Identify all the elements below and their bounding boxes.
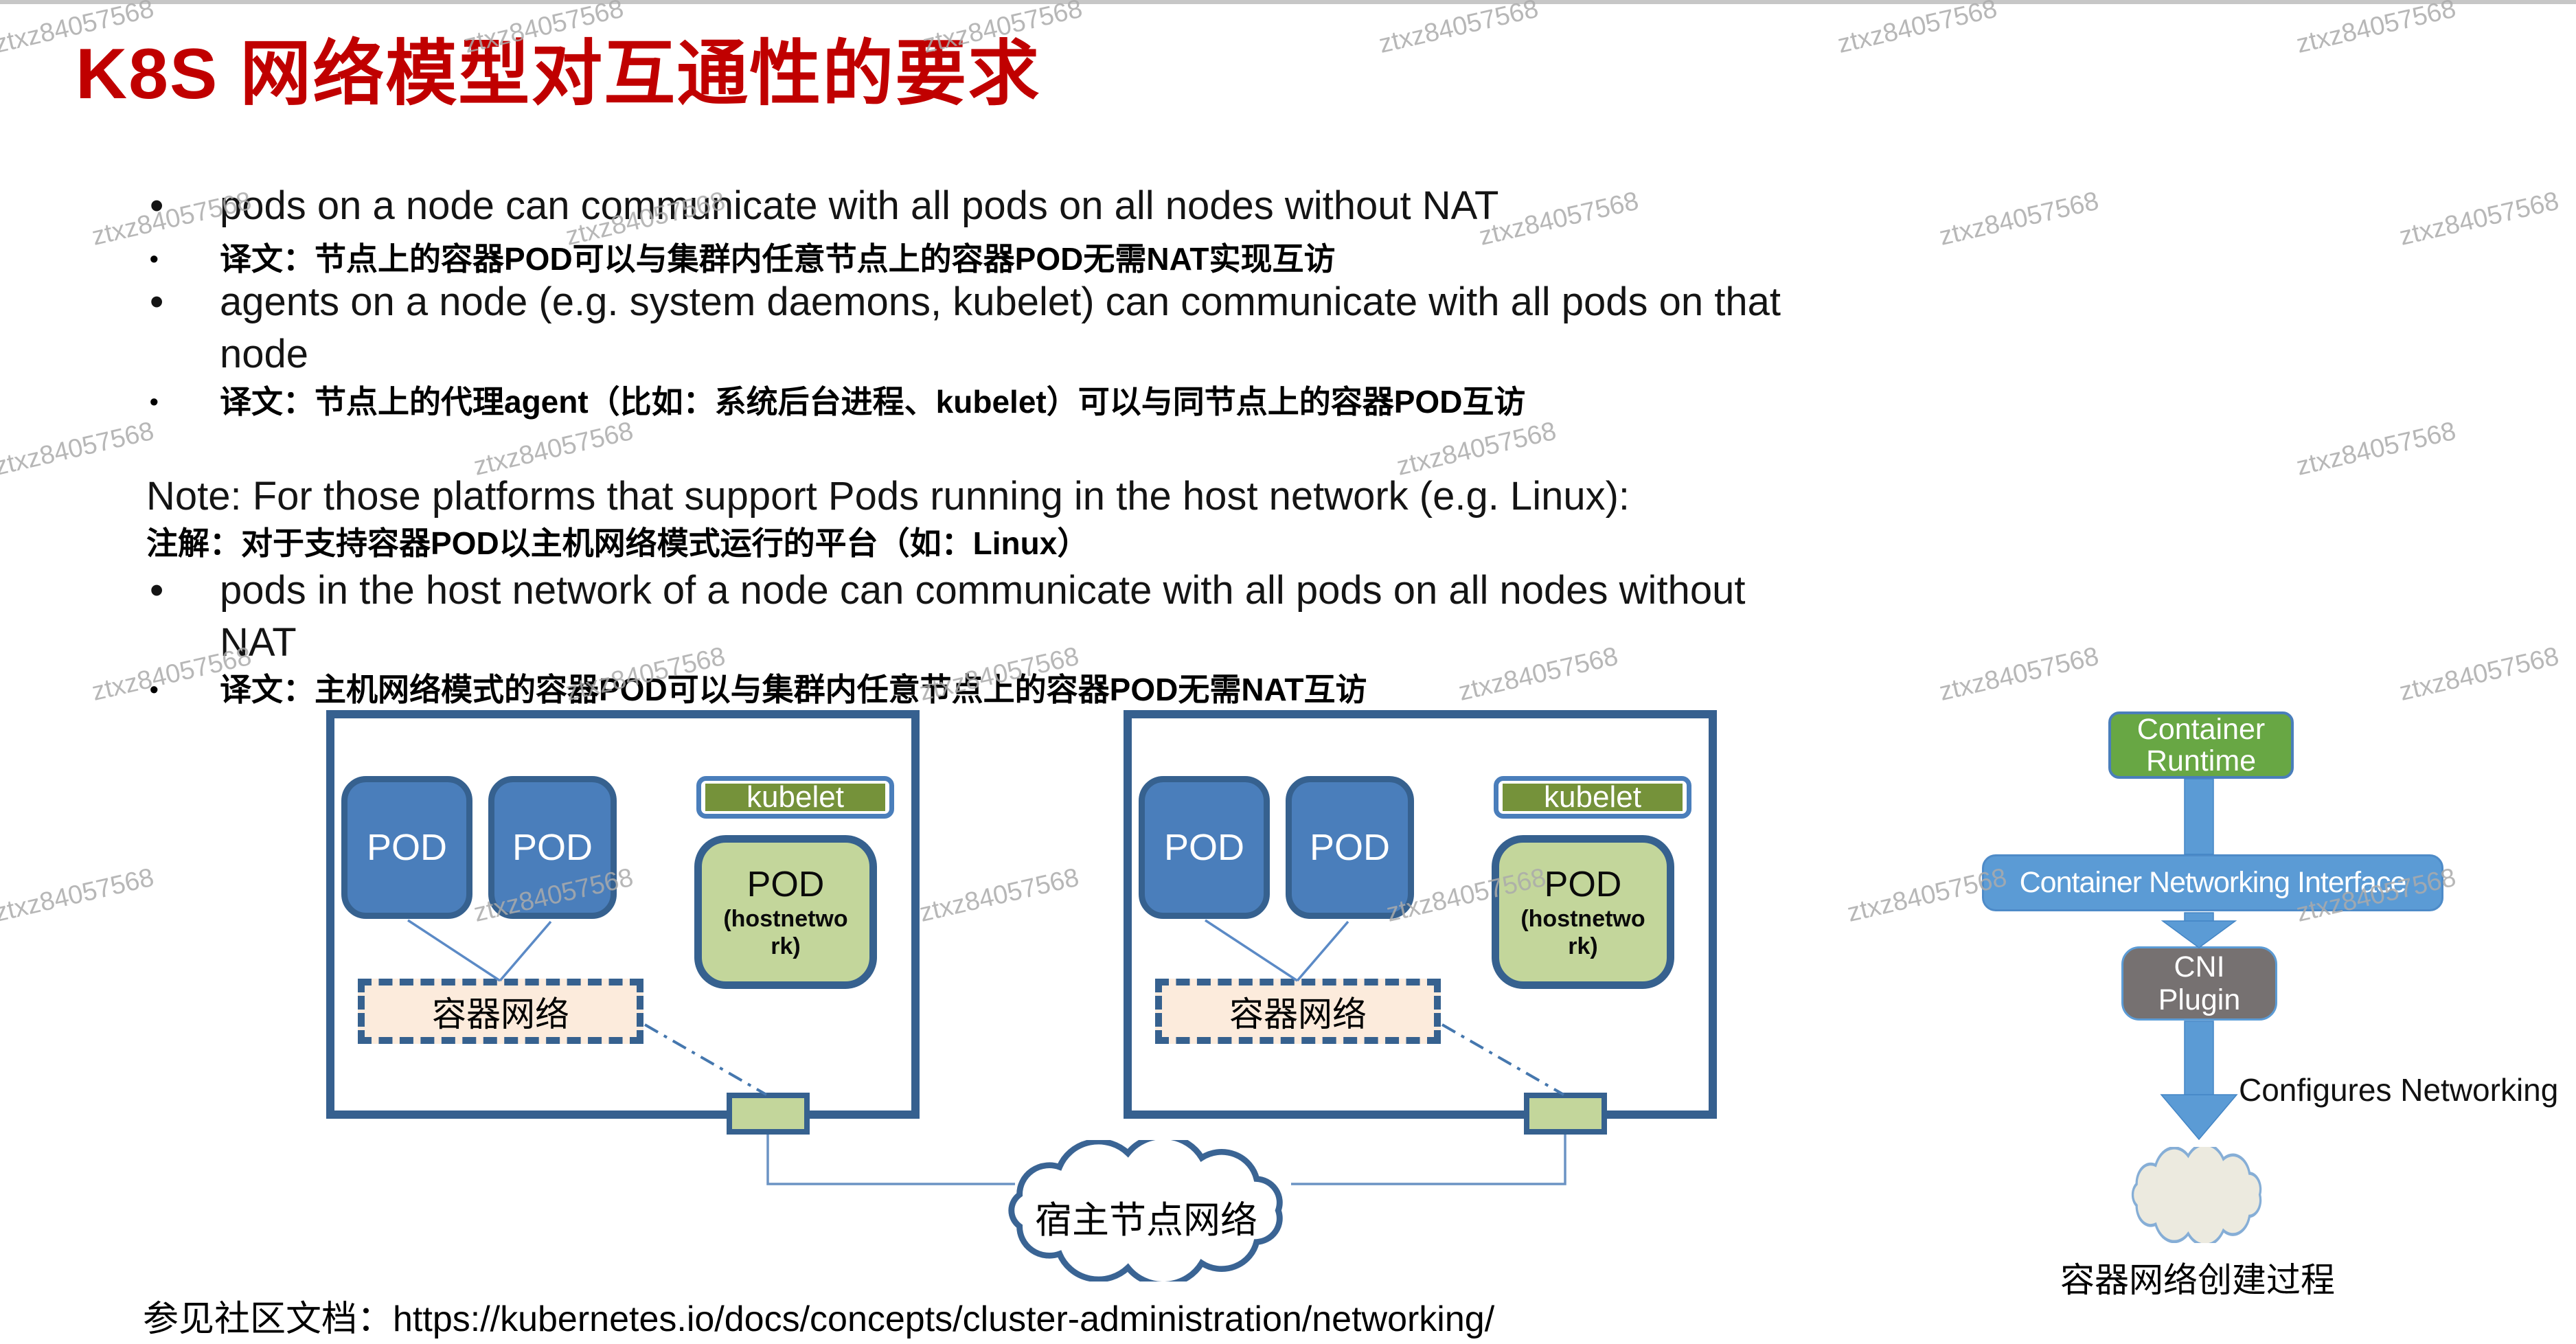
bullet-pods-without-nat: • pods on a node can communicate with al… [150,180,2279,232]
top-edge-strip [0,0,2576,4]
arrow-plugin-to-network-head [2160,1094,2238,1141]
bullet-hostnetwork-line2: NAT [220,620,297,665]
bullet-hostnetwork-line1: pods in the host network of a node can c… [220,568,1746,613]
node1-nic-box [727,1093,810,1135]
bullet-agents-line1: agents on a node (e.g. system daemons, k… [220,280,1781,324]
node1-container-network-box: 容器网络 [358,979,643,1044]
arrow-cni-to-plugin-head [2161,920,2237,948]
kubelet-label: kubelet [1503,780,1683,814]
container-network-label: 容器网络 [432,994,569,1034]
page-title: K8S 网络模型对互通性的要求 [76,34,1041,114]
hostpod-subtitle-line2: rk) [1568,933,1598,959]
bullet-text-normal: pods on a node can communicate with all … [220,183,1285,228]
note-en: Note: For those platforms that support P… [146,474,1630,519]
created-network-cloud [2131,1147,2262,1243]
bullet-agents: • agents on a node (e.g. system daemons,… [150,276,2279,380]
watermark: ztxz84057568 [2397,186,2562,251]
cni-interface-bar: Container Networking Interface [1982,854,2443,911]
node2-nic-box [1524,1093,1607,1135]
hostpod-subtitle-line1: (hostnetwo [723,906,848,932]
bullet-zh-translation-3-text: 译文：主机网络模式的容器POD可以与集群内任意节点上的容器POD无需NAT互访 [220,672,1367,707]
footer-doc-link[interactable]: https://kubernetes.io/docs/concepts/clus… [393,1299,1495,1339]
bullet-dot: • [150,387,159,415]
node-2-box [1124,710,1717,1119]
hostpod-title: POD [746,865,825,904]
bullet-dot: • [150,183,164,228]
node1-kubelet-badge: kubelet [696,776,894,819]
bullet-agents-text: agents on a node (e.g. system daemons, k… [220,276,1781,380]
watermark: ztxz84057568 [1835,0,2001,59]
pod-label: POD [512,827,593,868]
bullet-dot: • [150,568,164,613]
watermark: ztxz84057568 [2294,416,2459,481]
cni-flow-caption: 容器网络创建过程 [2060,1261,2335,1299]
kubelet-label: kubelet [705,780,885,814]
bullet-hostnetwork-text: pods in the host network of a node can c… [220,565,1745,669]
note-zh: 注解：对于支持容器POD以主机网络模式运行的平台（如：Linux） [146,525,1089,561]
configures-networking-label: Configures Networking [2239,1072,2559,1108]
node2-hostnetwork-pod: POD (hostnetwo rk) [1492,835,1674,989]
bullet-hostnetwork-pods: • pods in the host network of a node can… [150,565,2279,669]
watermark: ztxz84057568 [917,863,1082,928]
bullet-text-bold: without NAT [1284,183,1499,228]
bullet-pods-without-nat-text: pods on a node can communicate with all … [220,180,1498,232]
host-network-cloud [1008,1140,1283,1282]
watermark: ztxz84057568 [0,416,157,481]
watermark: ztxz84057568 [2397,641,2562,707]
arrow-runtime-to-cni [2184,778,2214,855]
pod-label: POD [366,827,448,868]
node1-hostnetwork-pod: POD (hostnetwo rk) [694,835,877,989]
pod-label: POD [1163,827,1245,868]
arrow-plugin-to-network-stem [2184,1021,2214,1099]
hostpod-subtitle-line1: (hostnetwo [1520,906,1645,932]
bullet-agents-line2: node [220,332,309,376]
footer-reference: 参见社区文档：https://kubernetes.io/docs/concep… [143,1290,1494,1341]
bullet-zh-translation-2-text: 译文：节点上的代理agent（比如：系统后台进程、kubelet）可以与同节点上… [220,384,1526,420]
watermark: ztxz84057568 [1376,0,1542,59]
host-network-label: 宿主节点网络 [1035,1200,1257,1241]
arrow-cni-to-plugin-stem [2184,912,2214,924]
container-network-label: 容器网络 [1229,994,1367,1034]
node2-container-network-box: 容器网络 [1155,979,1441,1044]
watermark: ztxz84057568 [0,863,157,928]
bullet-dot: • [150,675,159,703]
hostpod-title: POD [1544,865,1622,904]
pod-label: POD [1309,827,1391,868]
footer-prefix: 参见社区文档： [143,1299,394,1339]
bullet-dot: • [150,244,159,273]
bullet-zh-translation-1: • 译文：节点上的容器POD可以与集群内任意节点上的容器POD无需NAT实现互访 [150,239,2279,279]
watermark: ztxz84057568 [2294,0,2459,59]
node2-pod-2: POD [1286,776,1414,919]
node1-pod-1: POD [341,776,472,919]
container-runtime-box: Container Runtime [2108,711,2294,779]
hostpod-subtitle-line2: rk) [771,933,801,959]
bullet-zh-translation-2: • 译文：节点上的代理agent（比如：系统后台进程、kubelet）可以与同节… [150,382,2279,422]
node2-pod-1: POD [1139,776,1270,919]
node2-kubelet-badge: kubelet [1494,776,1691,819]
node1-pod-2: POD [488,776,617,919]
bullet-dot: • [150,280,164,324]
bullet-zh-translation-1-text: 译文：节点上的容器POD可以与集群内任意节点上的容器POD无需NAT实现互访 [220,241,1336,277]
bullet-zh-translation-3: • 译文：主机网络模式的容器POD可以与集群内任意节点上的容器POD无需NAT互… [150,670,2279,709]
